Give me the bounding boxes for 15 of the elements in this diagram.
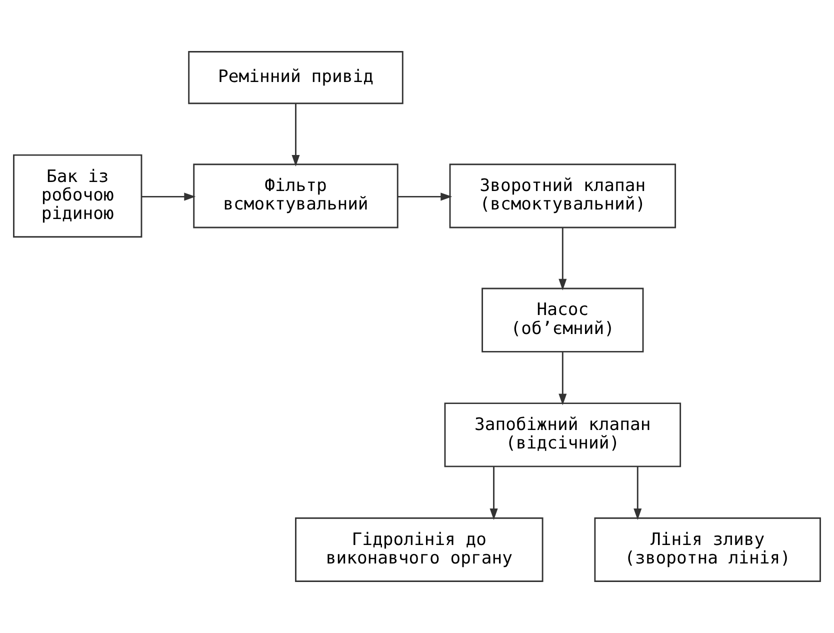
node-box: Насос (об’ємний) xyxy=(482,288,644,352)
node-box: Ремінний привід xyxy=(188,51,404,104)
arrow xyxy=(398,192,452,201)
node-box: Зворотний клапан (всмоктувальний) xyxy=(449,164,676,228)
arrow xyxy=(634,466,642,520)
node-box: Лінія зливу (зворотна лінія) xyxy=(594,517,821,582)
arrow xyxy=(558,352,567,406)
arrow xyxy=(292,104,300,166)
node-box: Бак із робочою рідиною xyxy=(13,154,142,238)
node-box: Запобіжний клапан (відсічний) xyxy=(444,402,682,468)
arrow xyxy=(558,228,567,290)
node-box: Гідролінія до виконавчого органу xyxy=(295,517,544,582)
arrow xyxy=(490,466,498,520)
node-box: Фільтр всмоктувальний xyxy=(193,164,398,228)
arrow xyxy=(142,192,196,201)
